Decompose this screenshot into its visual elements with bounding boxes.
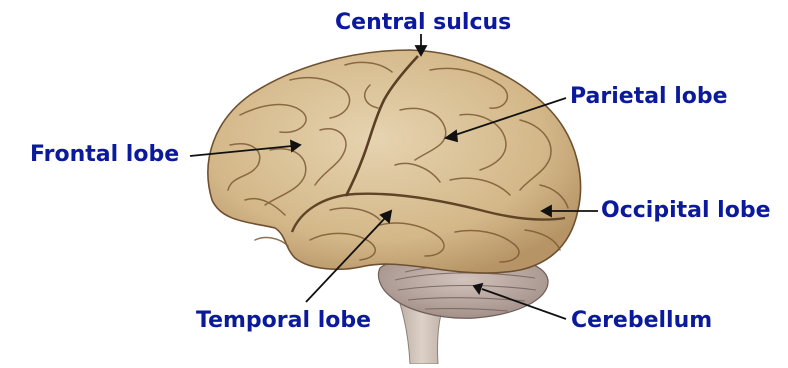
label-cerebellum: Cerebellum	[571, 308, 712, 334]
label-frontal-lobe: Frontal lobe	[30, 142, 179, 168]
label-temporal-lobe: Temporal lobe	[196, 308, 371, 334]
label-central-sulcus: Central sulcus	[335, 10, 511, 36]
label-parietal-lobe: Parietal lobe	[570, 84, 728, 110]
label-occipital-lobe: Occipital lobe	[601, 198, 771, 224]
